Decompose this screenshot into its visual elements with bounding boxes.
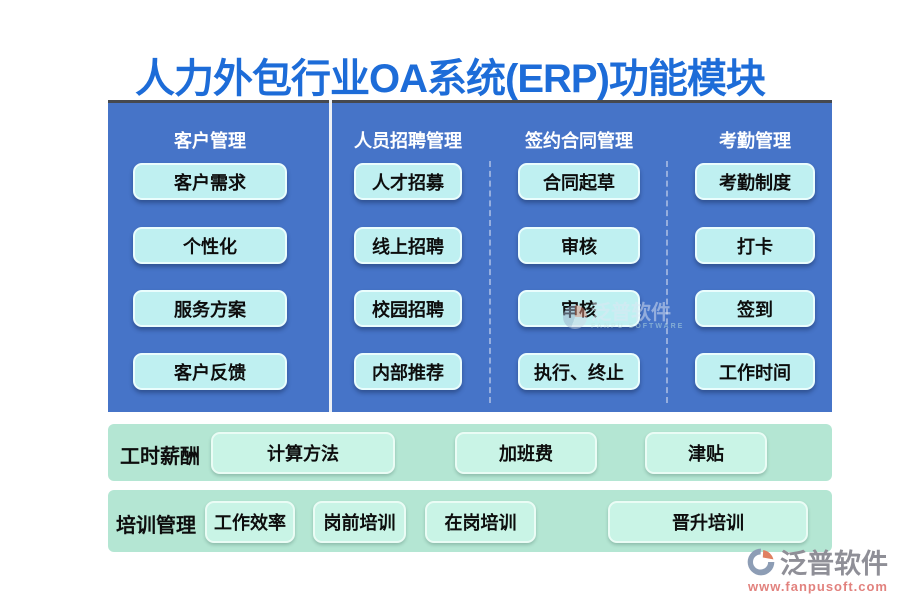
bar-button-pre-job-training[interactable]: 岗前培训 <box>313 501 406 543</box>
column-divider-dashed-1 <box>489 161 491 403</box>
module-button-working-hours[interactable]: 工作时间 <box>695 353 815 390</box>
column-divider-solid <box>329 100 332 412</box>
column-customer-management: 客户管理 客户需求 个性化 服务方案 客户反馈 <box>133 103 287 412</box>
column-header: 人员招聘管理 <box>354 131 462 151</box>
column-header: 客户管理 <box>174 131 246 151</box>
bar-button-calculation-method[interactable]: 计算方法 <box>211 432 395 474</box>
bar-label: 培训管理 <box>116 515 196 537</box>
bar-button-work-efficiency[interactable]: 工作效率 <box>205 501 295 543</box>
module-button-clock-in[interactable]: 打卡 <box>695 227 815 264</box>
column-header: 签约合同管理 <box>525 131 633 151</box>
module-button-talent-recruiting[interactable]: 人才招募 <box>354 163 462 200</box>
column-header: 考勤管理 <box>719 131 791 151</box>
column-divider-dashed-2 <box>666 161 668 403</box>
module-button-sign-in[interactable]: 签到 <box>695 290 815 327</box>
bar-button-allowance[interactable]: 津贴 <box>645 432 767 474</box>
brand-name: 泛普软件 <box>780 549 888 579</box>
bar-payroll: 工时薪酬 计算方法 加班费 津贴 <box>108 424 832 481</box>
module-button-review-1[interactable]: 审核 <box>518 227 640 264</box>
column-contract-management: 签约合同管理 合同起草 审核 审核 执行、终止 <box>518 103 640 412</box>
bar-label: 工时薪酬 <box>120 446 200 468</box>
brand-url[interactable]: www.fanpusoft.com <box>747 579 888 594</box>
bar-button-promotion-training[interactable]: 晋升培训 <box>608 501 808 543</box>
module-button-contract-draft[interactable]: 合同起草 <box>518 163 640 200</box>
page-title: 人力外包行业OA系统(ERP)功能模块 <box>135 57 766 101</box>
module-panel: 客户管理 客户需求 个性化 服务方案 客户反馈 人员招聘管理 人才招募 线上招聘… <box>108 100 832 412</box>
brand-logo: 泛普软件 www.fanpusoft.com <box>745 542 888 594</box>
column-attendance-management: 考勤管理 考勤制度 打卡 签到 工作时间 <box>695 103 815 412</box>
module-button-execute-terminate[interactable]: 执行、终止 <box>518 353 640 390</box>
module-button-online-recruiting[interactable]: 线上招聘 <box>354 227 462 264</box>
fanpu-logo-icon <box>745 546 777 578</box>
bar-button-on-job-training[interactable]: 在岗培训 <box>425 501 536 543</box>
module-button-personalization[interactable]: 个性化 <box>133 227 287 264</box>
bar-button-overtime-pay[interactable]: 加班费 <box>455 432 597 474</box>
bar-training: 培训管理 工作效率 岗前培训 在岗培训 晋升培训 <box>108 490 832 552</box>
module-button-review-2[interactable]: 审核 <box>518 290 640 327</box>
module-button-campus-recruiting[interactable]: 校园招聘 <box>354 290 462 327</box>
module-button-customer-needs[interactable]: 客户需求 <box>133 163 287 200</box>
module-button-customer-feedback[interactable]: 客户反馈 <box>133 353 287 390</box>
module-button-internal-referral[interactable]: 内部推荐 <box>354 353 462 390</box>
column-recruitment-management: 人员招聘管理 人才招募 线上招聘 校园招聘 内部推荐 <box>354 103 462 412</box>
module-button-service-plan[interactable]: 服务方案 <box>133 290 287 327</box>
module-button-attendance-rules[interactable]: 考勤制度 <box>695 163 815 200</box>
